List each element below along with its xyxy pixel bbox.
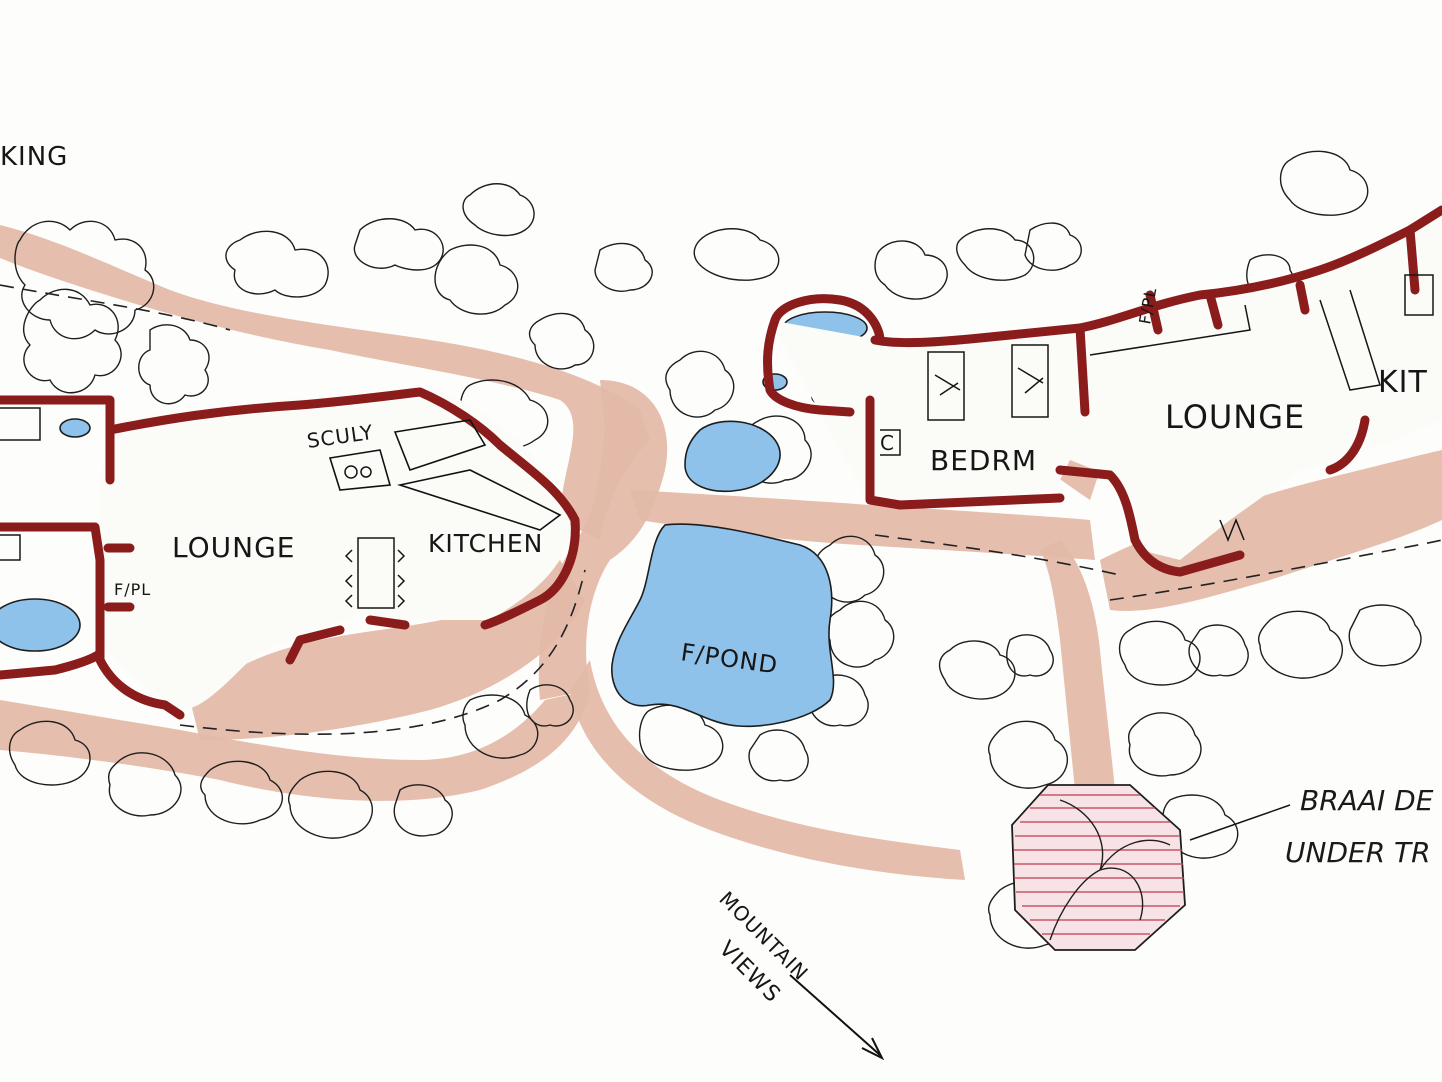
upper-pond [684,420,781,492]
fpl-left-label: F/PL [114,580,151,599]
plunge-pool-left [0,598,81,652]
path-edges [0,284,1442,736]
lounge-right-label: LOUNGE [1165,398,1305,436]
left-cottage [0,385,580,720]
braai-deck [1011,784,1291,951]
right-cottage [763,205,1442,577]
view-arrow [789,974,885,1061]
kitchen-left-label: KITCHEN [428,529,543,558]
bedroom-label: BEDRM [930,444,1037,477]
parking-label: KING [0,142,68,172]
wc-label: C [880,431,895,455]
braai-deck-label: BRAAI DE [1300,784,1434,817]
fish-pond [611,523,835,728]
lounge-left-label: LOUNGE [172,531,295,564]
braai-deck-sub-label: UNDER TR [1285,836,1431,869]
kitchen-right-label: KIT [1378,365,1428,400]
vegetation [8,150,1422,949]
